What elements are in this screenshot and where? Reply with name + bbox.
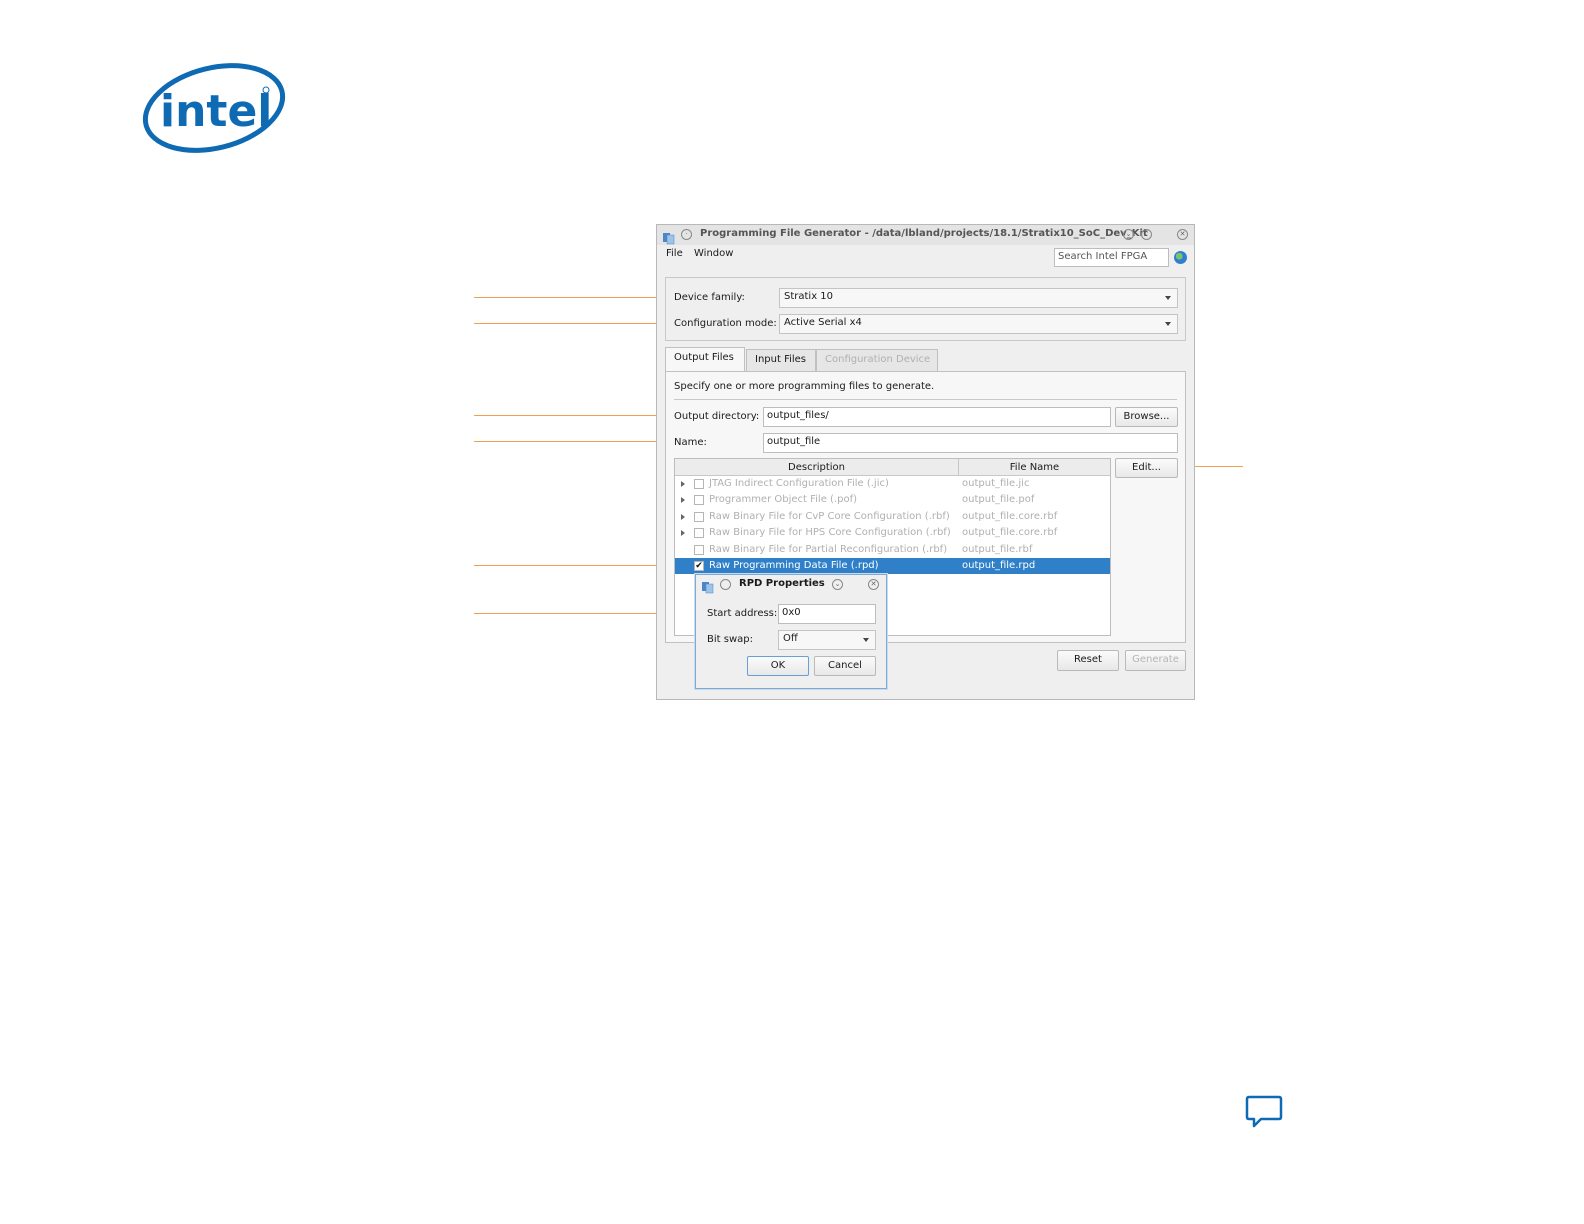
- minimize-icon[interactable]: ⌄: [1123, 229, 1134, 240]
- rpd-properties-dialog: RPD Properties ⌄ ✕ Start address: 0x0 Bi…: [695, 574, 887, 689]
- name-label: Name:: [674, 437, 707, 448]
- chevron-down-icon: [1165, 296, 1171, 300]
- ok-button[interactable]: OK: [747, 656, 809, 676]
- row-checkbox[interactable]: [694, 479, 704, 489]
- row-file-name: output_file.core.rbf: [962, 527, 1058, 539]
- divider: [674, 399, 1177, 400]
- column-file-name[interactable]: File Name: [959, 459, 1110, 476]
- browse-button[interactable]: Browse...: [1115, 407, 1178, 427]
- table-row[interactable]: Raw Binary File for HPS Core Configurati…: [675, 525, 1110, 541]
- table-row[interactable]: Programmer Object File (.pof) output_file…: [675, 492, 1110, 508]
- minimize-icon[interactable]: ⌄: [832, 579, 843, 590]
- row-description: JTAG Indirect Configuration File (.jic): [709, 478, 889, 489]
- table-row[interactable]: ✔ Raw Programming Data File (.rpd) output_…: [675, 558, 1110, 574]
- table-row[interactable]: JTAG Indirect Configuration File (.jic) o…: [675, 476, 1110, 492]
- expand-arrow-icon[interactable]: [681, 530, 685, 537]
- row-description: Raw Programming Data File (.rpd): [709, 560, 879, 571]
- table-row[interactable]: Raw Binary File for CvP Core Configurati…: [675, 509, 1110, 525]
- bit-swap-label: Bit swap:: [707, 634, 753, 645]
- window-title: Programming File Generator - /data/lblan…: [700, 228, 1148, 239]
- device-settings-group: Device family: Stratix 10 Configuration …: [665, 277, 1186, 341]
- configuration-mode-label: Configuration mode:: [674, 318, 777, 329]
- window-menu-icon[interactable]: ·: [681, 229, 692, 240]
- app-icon: [702, 578, 714, 597]
- device-family-value: Stratix 10: [784, 291, 834, 302]
- search-input[interactable]: Search Intel FPGA: [1054, 248, 1169, 267]
- instruction-text: Specify one or more programming files to…: [674, 381, 935, 392]
- row-file-name: output_file.pof: [962, 494, 1035, 506]
- configuration-mode-value: Active Serial x4: [784, 317, 862, 328]
- edit-button[interactable]: Edit...: [1115, 458, 1178, 478]
- start-address-label: Start address:: [707, 608, 778, 619]
- expand-arrow-icon[interactable]: [681, 497, 685, 504]
- window-menu-icon[interactable]: [720, 579, 731, 590]
- start-address-input[interactable]: 0x0: [778, 604, 876, 624]
- feedback-chat-icon[interactable]: [1245, 1095, 1283, 1129]
- row-file-name: output_file.jic: [962, 478, 1030, 489]
- output-directory-input[interactable]: output_files/: [763, 407, 1111, 427]
- output-directory-label: Output directory:: [674, 411, 760, 422]
- row-file-name: output_file.rbf: [962, 543, 1033, 555]
- expand-arrow-icon[interactable]: [681, 481, 685, 487]
- device-family-select[interactable]: Stratix 10: [779, 288, 1178, 308]
- row-checkbox[interactable]: [694, 528, 704, 539]
- maximize-icon[interactable]: ⌃: [1141, 229, 1152, 240]
- chevron-down-icon: [863, 638, 869, 642]
- row-description: Raw Binary File for Partial Reconfigurat…: [709, 543, 948, 555]
- tab-configuration-device[interactable]: Configuration Device: [816, 349, 938, 371]
- row-description: Raw Binary File for CvP Core Configurati…: [709, 510, 950, 522]
- generate-button[interactable]: Generate: [1125, 650, 1186, 671]
- reset-button[interactable]: Reset: [1057, 650, 1119, 671]
- row-checkbox[interactable]: [694, 544, 704, 555]
- title-bar: · Programming File Generator - /data/lbl…: [657, 225, 1194, 245]
- name-input[interactable]: output_file: [763, 433, 1178, 453]
- device-family-label: Device family:: [674, 292, 745, 303]
- bit-swap-select[interactable]: Off: [778, 630, 876, 650]
- cancel-button[interactable]: Cancel: [814, 656, 876, 676]
- intel-logo: intel: [140, 60, 290, 160]
- menu-window[interactable]: Window: [694, 248, 734, 259]
- close-icon[interactable]: ✕: [1177, 229, 1188, 240]
- table-row[interactable]: Raw Binary File for Partial Reconfigurat…: [675, 542, 1110, 558]
- close-icon[interactable]: ✕: [868, 579, 879, 590]
- app-icon: [663, 229, 675, 248]
- dialog-title: RPD Properties: [739, 578, 825, 589]
- tab-input-files[interactable]: Input Files: [746, 349, 816, 371]
- row-description: Raw Binary File for HPS Core Configurati…: [709, 527, 951, 539]
- row-checkbox[interactable]: [694, 495, 704, 506]
- row-file-name: output_file.rpd: [962, 560, 1036, 571]
- svg-text:intel: intel: [160, 86, 272, 137]
- globe-icon[interactable]: [1174, 251, 1187, 264]
- menu-file[interactable]: File: [666, 248, 683, 259]
- menu-bar: File Window: [657, 245, 1194, 269]
- row-checkbox[interactable]: ✔: [694, 561, 704, 571]
- programming-file-generator-window: · Programming File Generator - /data/lbl…: [656, 224, 1195, 700]
- expand-arrow-icon[interactable]: [681, 513, 685, 520]
- chevron-down-icon: [1165, 322, 1171, 326]
- row-checkbox[interactable]: [694, 511, 704, 522]
- column-description[interactable]: Description: [675, 459, 959, 476]
- row-description: Programmer Object File (.pof): [709, 494, 858, 506]
- row-file-name: output_file.core.rbf: [962, 510, 1058, 522]
- tab-output-files[interactable]: Output Files: [665, 347, 745, 371]
- bit-swap-value: Off: [783, 633, 798, 644]
- configuration-mode-select[interactable]: Active Serial x4: [779, 314, 1178, 334]
